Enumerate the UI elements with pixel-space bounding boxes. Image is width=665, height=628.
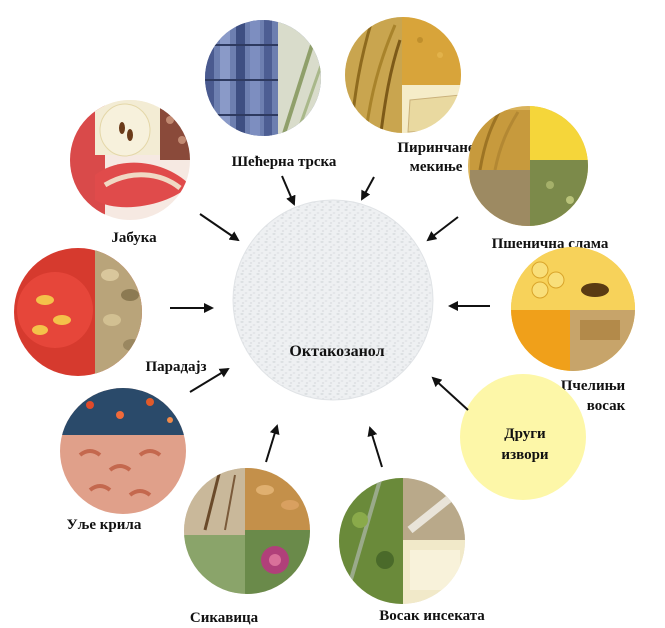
arrow-wheat-straw <box>428 217 458 240</box>
apple-label: Јабука <box>111 230 157 246</box>
krill-oil-node: Уље крила <box>55 385 195 533</box>
rice-bran-label-line1: Пиринчане <box>397 140 475 156</box>
other-sources-label-line1: Други <box>504 426 546 442</box>
other-sources-node: Други извори <box>460 374 586 500</box>
thistle-label: Сикавица <box>190 610 259 626</box>
insect-wax-node: Восак инсеката <box>335 475 485 624</box>
beeswax-label-line2: восак <box>587 398 626 414</box>
center-node: Октакозанол <box>233 200 433 400</box>
sugarcane-label: Шећерна трска <box>232 154 337 170</box>
arrow-rice-bran <box>362 177 374 199</box>
arrow-apple <box>200 214 238 240</box>
apple-node: Јабука <box>65 95 195 246</box>
rice-bran-node: Пиринчане мекиње <box>340 15 475 175</box>
insect-wax-label: Восак инсеката <box>379 608 485 624</box>
tomato-node: Парадајз <box>10 245 207 385</box>
wheat-straw-label: Пшенична слама <box>492 236 609 252</box>
arrow-insect-wax <box>370 428 382 467</box>
tomato-label: Парадајз <box>145 359 206 375</box>
wheat-straw-node: Пшенична слама <box>465 105 609 252</box>
arrow-sugarcane <box>282 176 294 204</box>
rice-bran-label-line2: мекиње <box>410 159 463 175</box>
krill-oil-label: Уље крила <box>67 517 142 533</box>
center-label: Октакозанол <box>289 343 384 360</box>
arrow-other <box>433 378 468 410</box>
beeswax-label-line1: Пчелињи <box>561 378 626 394</box>
other-sources-label-line2: извори <box>501 447 549 463</box>
sugarcane-node: Шећерна трска <box>200 15 338 170</box>
arrow-thistle <box>266 426 277 462</box>
thistle-node: Сикавица <box>180 465 315 626</box>
